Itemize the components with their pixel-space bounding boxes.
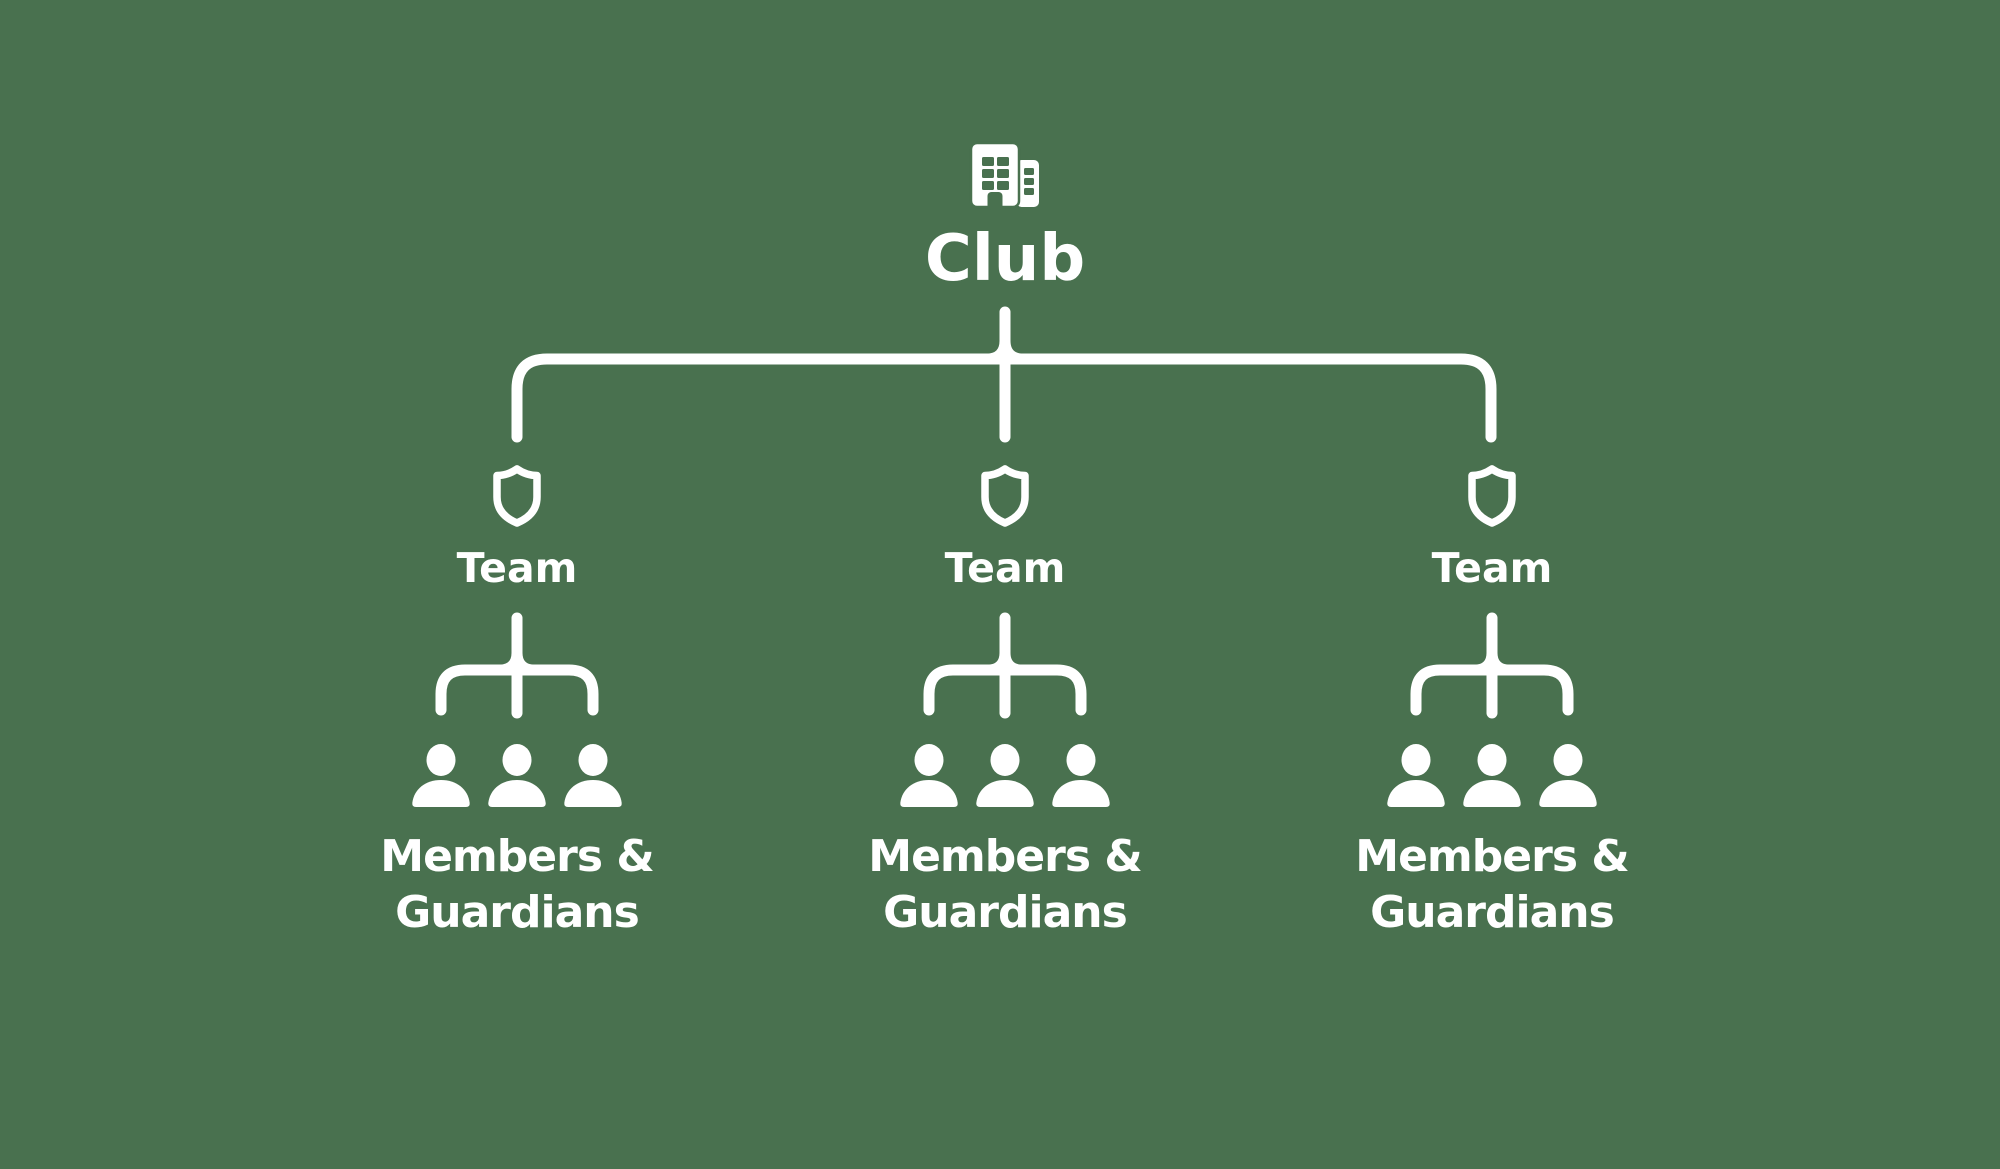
team-label-2: Team: [944, 544, 1066, 592]
people-icon: [412, 744, 621, 807]
shield-icon: [985, 469, 1025, 523]
team-members-connector: [441, 618, 593, 713]
team-members-connector: [929, 618, 1081, 713]
team-label-1: Team: [456, 544, 578, 592]
building-icon: [969, 141, 1039, 210]
club-label: Club: [924, 222, 1086, 296]
members-label-1: Members & Guardians: [380, 831, 654, 938]
shield-icon: [1472, 469, 1512, 523]
members-label-3: Members & Guardians: [1355, 831, 1629, 938]
people-icon: [900, 744, 1109, 807]
shield-icon: [497, 469, 537, 523]
people-icon: [1387, 744, 1596, 807]
team-members-connector: [1416, 618, 1568, 713]
members-label-2: Members & Guardians: [868, 831, 1142, 938]
team-label-3: Team: [1431, 544, 1553, 592]
club-teams-connector: [511, 306, 1497, 443]
